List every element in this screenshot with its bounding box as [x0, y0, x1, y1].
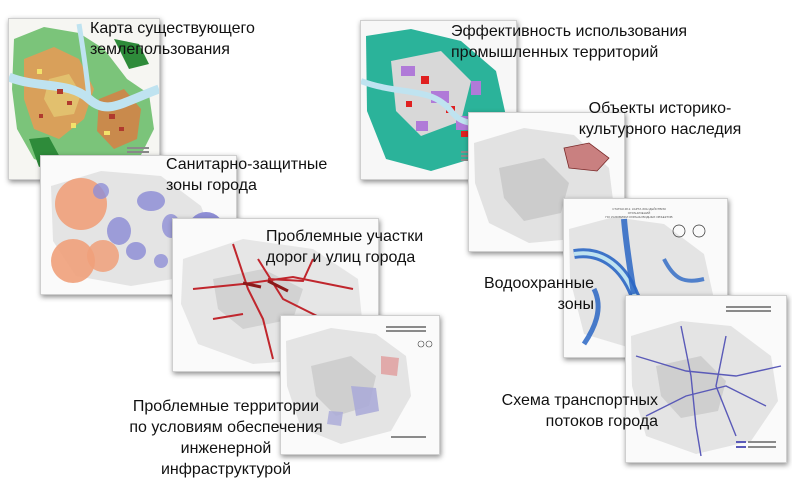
map-transport[interactable] [625, 295, 787, 463]
map-problem-territories[interactable] [280, 315, 440, 455]
label-transport: Схема транспортных потоков города [501, 392, 658, 430]
label-heritage: Объекты историко- культурного наследия [578, 100, 742, 138]
label-industrial-efficiency: Эффективность использования промышленных… [451, 23, 688, 61]
water-protection-map-header: СТАТЬЯ 48.2. КАРТА ЗОН ДЕЙСТВИЯ ОГРАНИЧЕ… [605, 207, 673, 219]
label-problem-roads: Проблемные участки дорог и улиц города [266, 228, 424, 266]
label-sanitary-zones: Санитарно-защитные зоны города [166, 156, 328, 194]
transport-map-image [626, 296, 786, 462]
land-use-map-image [9, 19, 159, 179]
label-land-use: Карта существующего землепользования [90, 20, 255, 58]
label-water-protection: Водоохранные зоны [483, 275, 594, 313]
map-industrial-efficiency[interactable] [360, 20, 517, 180]
map-land-use[interactable] [8, 18, 160, 180]
problem-territories-map-image [281, 316, 439, 454]
label-problem-territories: Проблемные территории по условиям обеспе… [129, 398, 323, 478]
industrial-efficiency-map-image [361, 21, 516, 179]
